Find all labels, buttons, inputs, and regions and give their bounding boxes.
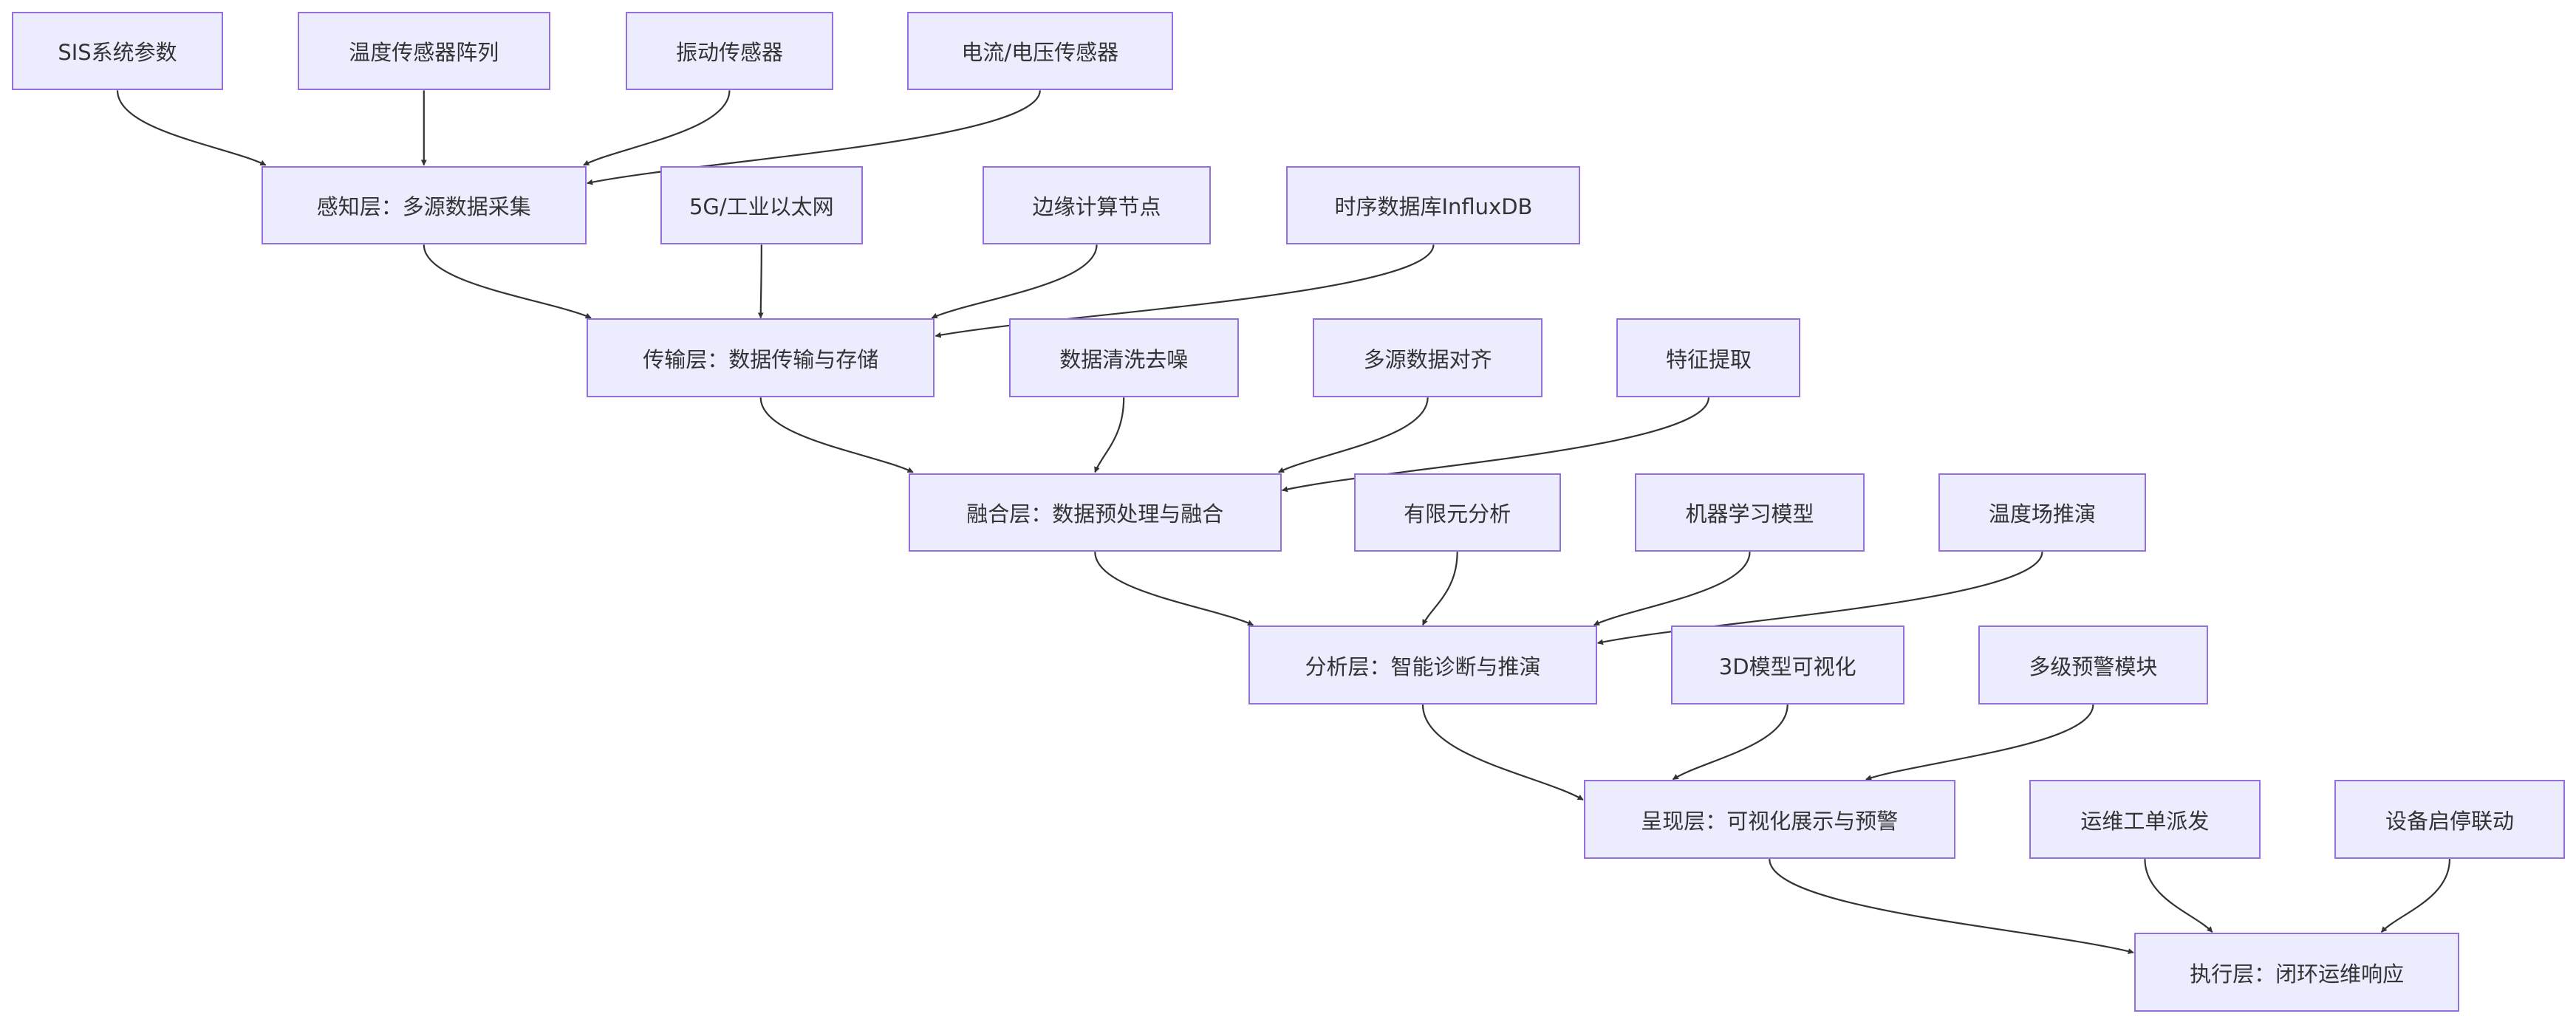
node-sis[interactable]: SIS系统参数 bbox=[11, 11, 224, 91]
edge-sis-to-perception bbox=[116, 90, 267, 166]
node-label: 3D模型可视化 bbox=[1718, 654, 1856, 679]
node-label: 融合层：数据预处理与融合 bbox=[966, 501, 1224, 527]
node-label: 呈现层：可视化展示与预警 bbox=[1641, 808, 1899, 834]
node-label: 温度传感器阵列 bbox=[349, 39, 499, 65]
node-fem[interactable]: 有限元分析 bbox=[1353, 473, 1561, 552]
node-device-link[interactable]: 设备启停联动 bbox=[2334, 780, 2565, 860]
node-alignment[interactable]: 多源数据对齐 bbox=[1312, 318, 1543, 398]
edge-edge-compute-to-transport bbox=[931, 244, 1098, 319]
node-edge-compute[interactable]: 边缘计算节点 bbox=[982, 165, 1212, 245]
node-label: 分析层：智能诊断与推演 bbox=[1305, 654, 1541, 679]
node-label: 温度场推演 bbox=[1988, 501, 2096, 527]
node-label: 特征提取 bbox=[1665, 346, 1752, 372]
edge-analysis-to-presentation bbox=[1421, 705, 1584, 801]
edge-cleaning-to-fusion bbox=[1094, 397, 1125, 473]
edge-fem-to-analysis bbox=[1421, 552, 1458, 626]
node-fusion[interactable]: 融合层：数据预处理与融合 bbox=[908, 473, 1282, 552]
node-label: 机器学习模型 bbox=[1685, 501, 1814, 527]
node-feature[interactable]: 特征提取 bbox=[1616, 318, 1801, 398]
node-work-order[interactable]: 运维工单派发 bbox=[2029, 780, 2261, 860]
edge-transport-to-fusion bbox=[759, 397, 914, 473]
node-model3d[interactable]: 3D模型可视化 bbox=[1670, 625, 1904, 705]
node-alert[interactable]: 多级预警模块 bbox=[1978, 625, 2209, 705]
edge-current-voltage-to-perception bbox=[587, 90, 1041, 185]
node-vibration[interactable]: 振动传感器 bbox=[626, 11, 833, 91]
edge-alert-to-presentation bbox=[1865, 705, 2094, 781]
node-label: 边缘计算节点 bbox=[1032, 193, 1161, 219]
edge-work-order-to-execution bbox=[2144, 859, 2213, 933]
node-label: 设备启停联动 bbox=[2385, 808, 2514, 834]
edge-presentation-to-execution bbox=[1769, 859, 2134, 955]
edge-fusion-to-analysis bbox=[1094, 552, 1254, 626]
node-temp-field[interactable]: 温度场推演 bbox=[1938, 473, 2146, 552]
node-label: 执行层：闭环运维响应 bbox=[2190, 961, 2405, 987]
node-analysis[interactable]: 分析层：智能诊断与推演 bbox=[1248, 625, 1597, 705]
edge-network-to-transport bbox=[757, 244, 764, 319]
node-label: 运维工单派发 bbox=[2080, 808, 2210, 834]
node-perception[interactable]: 感知层：多源数据采集 bbox=[261, 165, 587, 245]
node-temp-array[interactable]: 温度传感器阵列 bbox=[297, 11, 551, 91]
edge-model3d-to-presentation bbox=[1672, 705, 1788, 781]
node-transport[interactable]: 传输层：数据传输与存储 bbox=[586, 318, 935, 398]
edge-vibration-to-perception bbox=[583, 90, 731, 166]
edge-perception-to-transport bbox=[423, 244, 592, 319]
edge-ml-to-analysis bbox=[1593, 552, 1751, 626]
node-label: 传输层：数据传输与存储 bbox=[643, 346, 879, 372]
edge-influxdb-to-transport bbox=[935, 244, 1435, 338]
edge-device-link-to-execution bbox=[2380, 859, 2451, 933]
node-execution[interactable]: 执行层：闭环运维响应 bbox=[2133, 933, 2460, 1012]
edge-feature-to-fusion bbox=[1281, 397, 1710, 493]
node-cleaning[interactable]: 数据清洗去噪 bbox=[1008, 318, 1239, 398]
node-label: 5G/工业以太网 bbox=[689, 193, 834, 219]
node-current-voltage[interactable]: 电流/电压传感器 bbox=[906, 11, 1173, 91]
node-label: 多源数据对齐 bbox=[1363, 346, 1492, 372]
node-label: 数据清洗去噪 bbox=[1059, 346, 1189, 372]
edge-temp-field-to-analysis bbox=[1596, 552, 2043, 645]
node-influxdb[interactable]: 时序数据库InfluxDB bbox=[1286, 165, 1581, 245]
node-label: 有限元分析 bbox=[1404, 501, 1511, 527]
node-label: 多级预警模块 bbox=[2029, 654, 2158, 679]
node-label: 时序数据库InfluxDB bbox=[1334, 193, 1533, 219]
node-label: 感知层：多源数据采集 bbox=[316, 193, 531, 219]
node-presentation[interactable]: 呈现层：可视化展示与预警 bbox=[1583, 780, 1955, 860]
edge-alignment-to-fusion bbox=[1278, 397, 1429, 473]
node-label: 电流/电压传感器 bbox=[961, 39, 1119, 65]
node-network[interactable]: 5G/工业以太网 bbox=[660, 165, 863, 245]
node-label: 振动传感器 bbox=[675, 39, 783, 65]
node-ml[interactable]: 机器学习模型 bbox=[1634, 473, 1865, 552]
node-label: SIS系统参数 bbox=[58, 39, 177, 65]
